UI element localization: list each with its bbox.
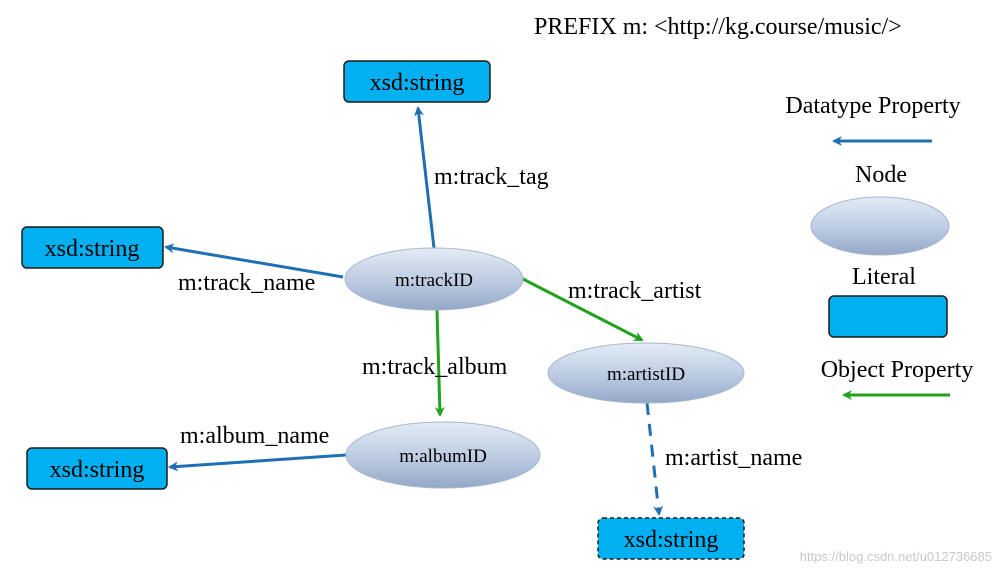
literal-track-tag: xsd:string bbox=[343, 60, 491, 103]
legend-datatype-property-label: Datatype Property bbox=[785, 93, 960, 119]
node-album: m:albumID bbox=[345, 421, 541, 489]
legend-literal-label: Literal bbox=[852, 264, 916, 290]
edge-label-album-name: m:album_name bbox=[180, 423, 329, 449]
literal-artist-name: xsd:string bbox=[597, 517, 745, 560]
legend-node-swatch bbox=[810, 196, 950, 256]
literal-track-name-label: xsd:string bbox=[45, 236, 140, 262]
literal-track-tag-label: xsd:string bbox=[370, 70, 465, 96]
legend-node-label: Node bbox=[855, 162, 907, 188]
edge-track-artist bbox=[520, 276, 644, 342]
literal-track-name: xsd:string bbox=[21, 226, 164, 269]
edge-track-tag bbox=[413, 106, 436, 249]
literal-artist-name-label: xsd:string bbox=[624, 527, 719, 553]
edge-album-name bbox=[168, 453, 347, 472]
edge-label-track-artist: m:track_artist bbox=[568, 278, 702, 304]
node-album-label: m:albumID bbox=[399, 446, 487, 467]
watermark: https://blog.csdn.net/u012736685 bbox=[800, 549, 992, 564]
legend-object-property-label: Object Property bbox=[821, 357, 974, 383]
edge-label-track-tag: m:track_tag bbox=[434, 164, 549, 190]
edge-label-artist-name: m:artist_name bbox=[665, 445, 802, 471]
edge-label-track-name: m:track_name bbox=[178, 270, 315, 296]
edge-artist-name bbox=[645, 402, 664, 516]
node-artist-label: m:artistID bbox=[607, 364, 685, 385]
node-artist: m:artistID bbox=[547, 342, 745, 404]
literal-album-name-label: xsd:string bbox=[50, 457, 145, 483]
edge-label-track-album: m:track_album bbox=[362, 354, 508, 380]
prefix-declaration: PREFIX m: <http://kg.course/music/> bbox=[534, 14, 902, 40]
edge-track-album bbox=[434, 309, 445, 417]
node-track: m:trackID bbox=[344, 247, 524, 311]
legend: Datatype Property Node Literal Object Pr… bbox=[785, 93, 974, 400]
literal-album-name: xsd:string bbox=[26, 447, 168, 490]
legend-literal-swatch bbox=[828, 295, 948, 338]
edge-track-name bbox=[164, 243, 344, 279]
node-track-label: m:trackID bbox=[395, 270, 473, 291]
